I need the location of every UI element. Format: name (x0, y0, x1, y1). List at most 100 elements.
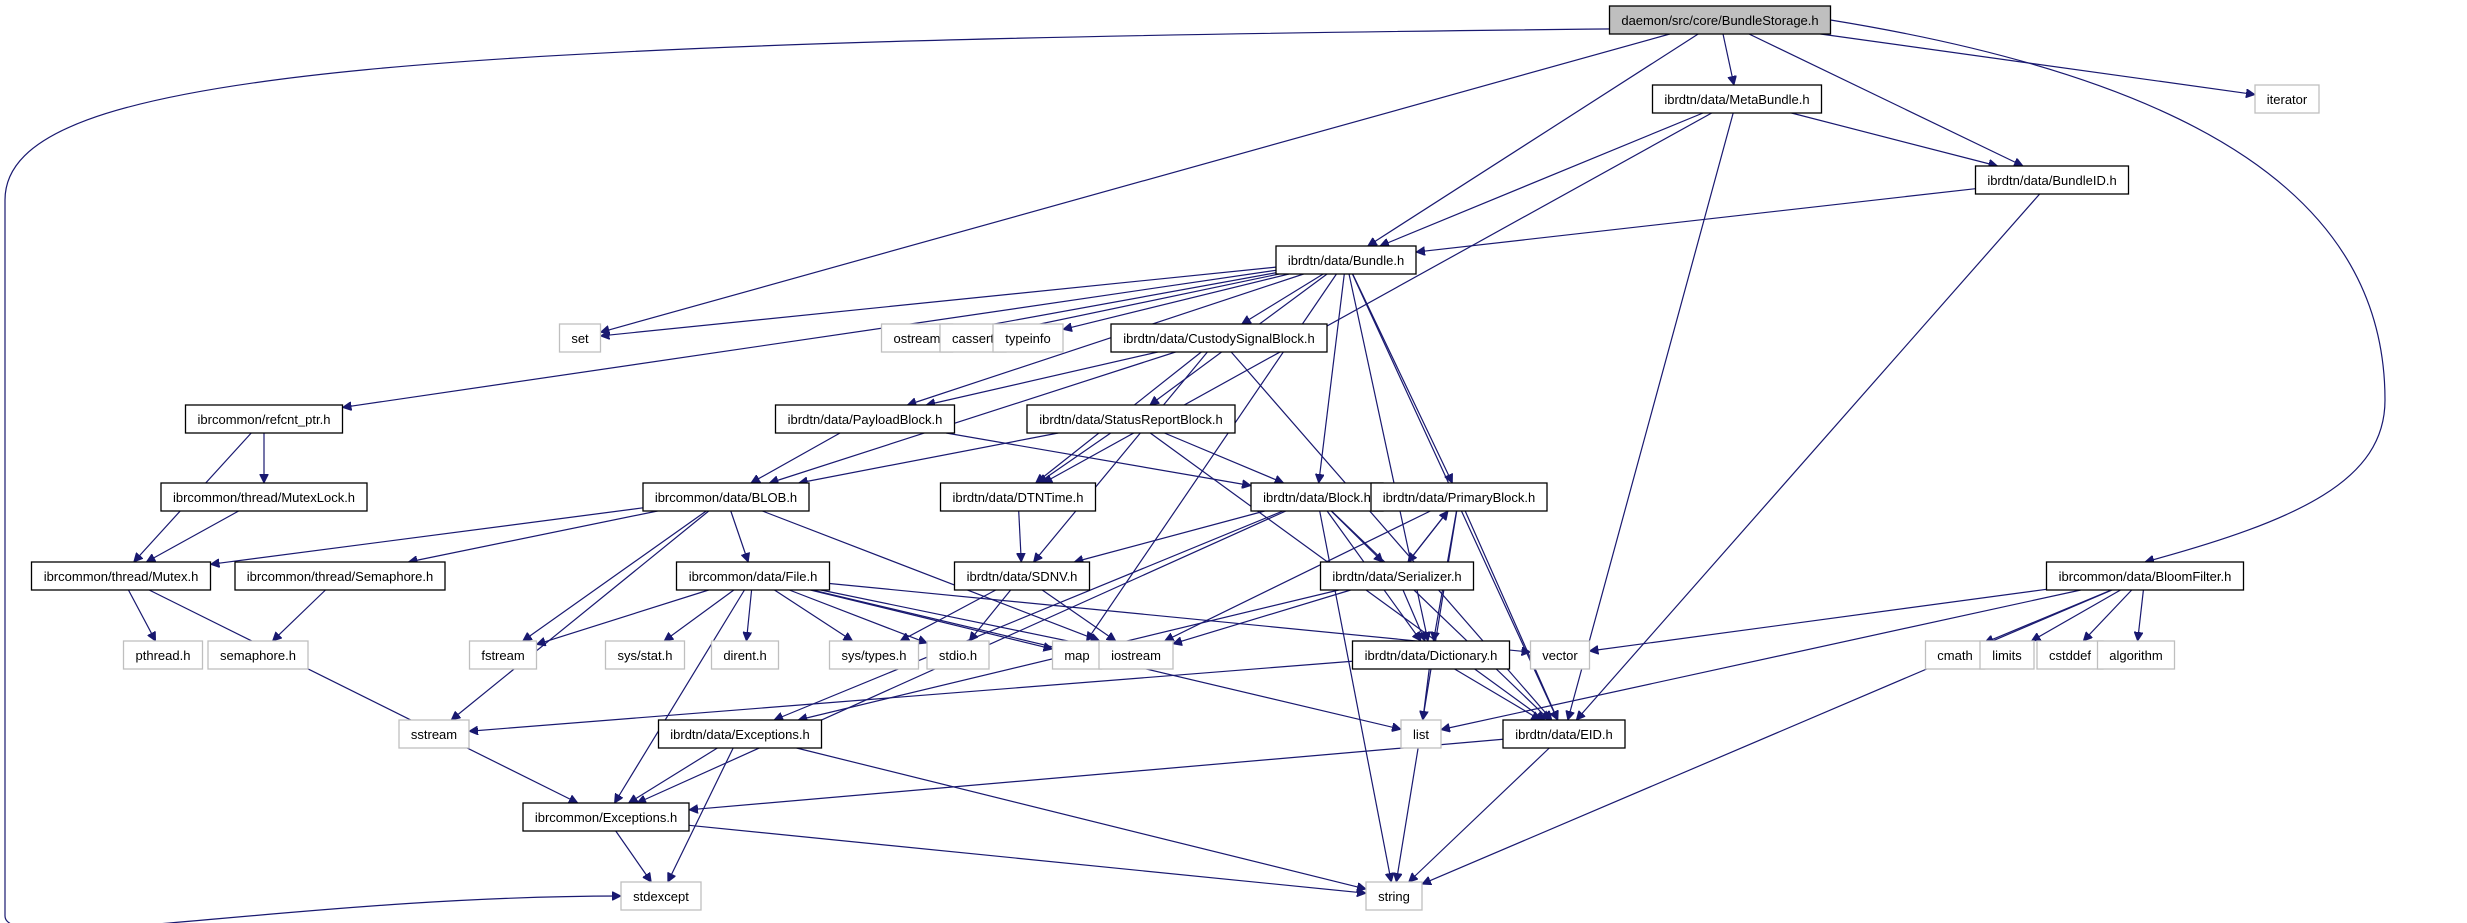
node-box-fstream (468, 640, 538, 670)
node-ibrexceptions[interactable]: ibrcommon/Exceptions.h (522, 802, 690, 832)
node-box-semaphoreh (207, 640, 309, 670)
node-bundleid[interactable]: ibrdtn/data/BundleID.h (1974, 165, 2130, 195)
node-iostream: iostream (1098, 640, 1174, 670)
node-label-metabundle: ibrdtn/data/MetaBundle.h (1664, 92, 1809, 107)
node-mutexlock[interactable]: ibrcommon/thread/MutexLock.h (160, 482, 368, 512)
node-box-serializer (1319, 561, 1475, 591)
edge-mutexlock-to-mutex (146, 510, 239, 563)
node-label-sysstat: sys/stat.h (618, 648, 673, 663)
node-box-mutex (30, 561, 212, 591)
node-stdio: stdio.h (926, 640, 990, 670)
edge-blob-to-iostream (762, 510, 1099, 641)
edge-bundle-to-block (1319, 273, 1345, 483)
node-box-vector (1529, 640, 1591, 670)
node-serializer[interactable]: ibrdtn/data/Serializer.h (1319, 561, 1475, 591)
edge-ibrexceptions-to-string (688, 824, 1366, 893)
node-mutex[interactable]: ibrcommon/thread/Mutex.h (30, 561, 212, 591)
edge-bundle-to-refcnt (343, 269, 1277, 407)
nodes-layer: daemon/src/core/BundleStorage.h ibrdtn/da… (30, 5, 2320, 911)
edge-bloomfilter-to-string (1422, 589, 2113, 884)
edge-sdnv-to-stdio (969, 589, 1012, 641)
node-dtntime[interactable]: ibrdtn/data/DTNTime.h (939, 482, 1097, 512)
node-label-ibrexceptions: ibrcommon/Exceptions.h (535, 810, 677, 825)
edge-dictionary-to-sstream (469, 660, 1353, 731)
node-sdnv[interactable]: ibrdtn/data/SDNV.h (953, 561, 1091, 591)
node-primaryblock[interactable]: ibrdtn/data/PrimaryBlock.h (1370, 482, 1548, 512)
node-cstddef: cstddef (2036, 640, 2104, 670)
node-box-sdnv (953, 561, 1091, 591)
edge-mutex-to-ibrexceptions (148, 589, 578, 804)
node-box-ibrexceptions (522, 802, 690, 832)
node-eid[interactable]: ibrdtn/data/EID.h (1502, 719, 1626, 749)
node-typeinfo: typeinfo (992, 323, 1064, 353)
node-label-custody: ibrdtn/data/CustodySignalBlock.h (1123, 331, 1315, 346)
node-metabundle[interactable]: ibrdtn/data/MetaBundle.h (1651, 84, 1823, 114)
node-bundle[interactable]: ibrdtn/data/Bundle.h (1275, 245, 1417, 275)
node-exceptions[interactable]: ibrdtn/data/Exceptions.h (657, 719, 823, 749)
node-label-fstream: fstream (481, 648, 524, 663)
node-semaphoreh: semaphore.h (207, 640, 309, 670)
node-block[interactable]: ibrdtn/data/Block.h (1250, 482, 1384, 512)
node-box-dtntime (939, 482, 1097, 512)
edge-bundle-to-ostream (953, 272, 1277, 332)
node-file[interactable]: ibrcommon/data/File.h (675, 561, 831, 591)
node-label-mutex: ibrcommon/thread/Mutex.h (44, 569, 199, 584)
edge-statusreport-to-blob (799, 432, 1059, 483)
node-box-iostream (1098, 640, 1174, 670)
edge-blob-to-file (730, 510, 748, 562)
edge-block-to-exceptions (774, 510, 1284, 720)
node-box-cmath (1924, 640, 1986, 670)
node-blob[interactable]: ibrcommon/data/BLOB.h (642, 482, 810, 512)
node-custody[interactable]: ibrdtn/data/CustodySignalBlock.h (1110, 323, 1328, 353)
node-box-blob (642, 482, 810, 512)
edge-serializer-to-dictionary (1402, 589, 1425, 641)
edge-file-to-stdio (789, 589, 927, 643)
edge-payload-to-blob (751, 432, 841, 484)
node-label-cstddef: cstddef (2049, 648, 2091, 663)
node-box-map (1051, 640, 1103, 670)
node-box-mutexlock (160, 482, 368, 512)
edge-blob-to-semaphore (408, 510, 658, 562)
node-label-file: ibrcommon/data/File.h (689, 569, 818, 584)
node-dictionary[interactable]: ibrdtn/data/Dictionary.h (1351, 640, 1511, 670)
edge-file-to-map (810, 589, 1052, 649)
node-label-block: ibrdtn/data/Block.h (1263, 490, 1371, 505)
node-box-exceptions (657, 719, 823, 749)
node-label-vector: vector (1542, 648, 1578, 663)
node-label-cassert: cassert (952, 331, 994, 346)
edge-bundle-to-set (601, 266, 1277, 336)
node-label-serializer: ibrdtn/data/Serializer.h (1332, 569, 1461, 584)
node-box-sysstat (604, 640, 686, 670)
edge-root-to-bundleid (1748, 33, 2023, 166)
node-label-bundleid: ibrdtn/data/BundleID.h (1987, 173, 2116, 188)
node-box-block (1250, 482, 1384, 512)
node-statusreport[interactable]: ibrdtn/data/StatusReportBlock.h (1026, 404, 1236, 434)
node-box-metabundle (1651, 84, 1823, 114)
edge-exceptions-to-string (796, 747, 1366, 889)
edge-serializer-to-primaryblock (1407, 511, 1448, 563)
node-semaphore[interactable]: ibrcommon/thread/Semaphore.h (234, 561, 446, 591)
node-box-string (1365, 881, 1423, 911)
edge-custody-to-blob (769, 351, 1176, 483)
edge-custody-to-sdnv (1034, 351, 1208, 562)
edge-bloomfilter-to-vector (1590, 588, 2047, 651)
edge-block-to-eid (1331, 510, 1550, 720)
edge-ibrexceptions-to-stdexcept (615, 830, 652, 882)
node-bloomfilter[interactable]: ibrcommon/data/BloomFilter.h (2045, 561, 2245, 591)
node-root[interactable]: daemon/src/core/BundleStorage.h (1608, 5, 1832, 35)
node-box-algorithm (2096, 640, 2176, 670)
node-list: list (1400, 719, 1442, 749)
node-refcnt[interactable]: ibrcommon/refcnt_ptr.h (184, 404, 344, 434)
edge-bundle-to-dictionary (1348, 273, 1428, 641)
node-systypes: sys/types.h (828, 640, 920, 670)
node-payload[interactable]: ibrdtn/data/PayloadBlock.h (774, 404, 956, 434)
node-box-systypes (828, 640, 920, 670)
node-box-root (1608, 5, 1832, 35)
edge-bloomfilter-to-algorithm (2138, 589, 2145, 641)
node-box-pthread (122, 640, 204, 670)
edge-payload-to-block (946, 432, 1251, 486)
edge-root-to-iterator (1820, 33, 2255, 95)
node-label-set: set (571, 331, 589, 346)
node-label-sstream: sstream (411, 727, 457, 742)
